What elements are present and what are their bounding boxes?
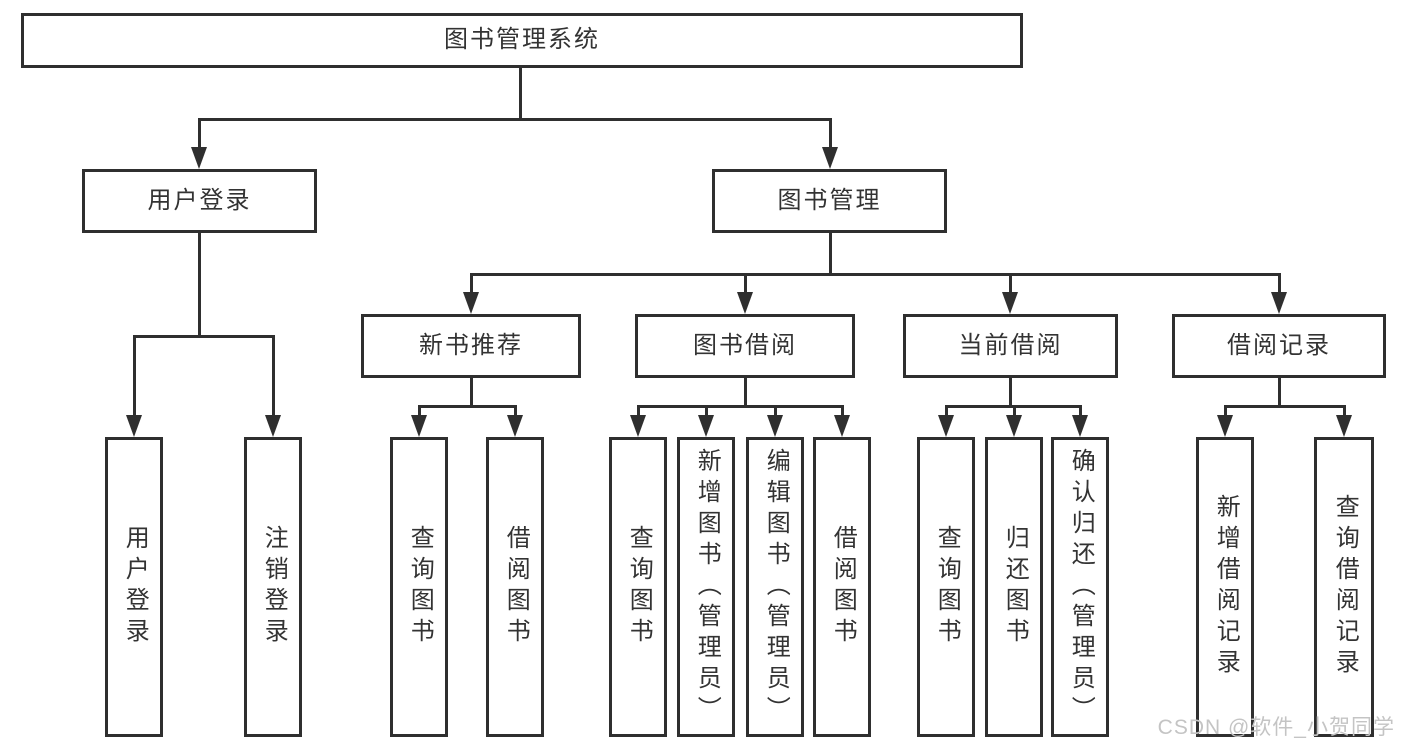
arrow-down-icon [1002, 292, 1018, 314]
arrow-down-icon [126, 415, 142, 437]
connector-drop-library-system [828, 118, 832, 151]
node-leaf-query-borrow-record: 查询借阅记录 [1314, 437, 1374, 737]
connector-drop-new-book-recommend [513, 405, 517, 419]
node-label-leaf-query-books-2: 查询图书 [625, 525, 653, 649]
connector-stem-user-login [197, 233, 201, 338]
connector-stem-book-management [828, 233, 832, 276]
connector-bar-borrowing-records [1223, 405, 1346, 408]
node-label-leaf-add-borrow-record: 新增借阅记录 [1212, 494, 1240, 680]
arrow-down-icon [265, 415, 281, 437]
node-label-book-management: 图书管理 [777, 186, 882, 214]
connector-bar-user-login [132, 335, 275, 338]
node-label-leaf-confirm-return: 确认归还（管理员） [1067, 447, 1095, 727]
watermark-text: CSDN @软件_小贺同学 [1157, 716, 1395, 739]
connector-drop-user-login [132, 335, 136, 419]
connector-drop-current-borrowing [1078, 405, 1082, 419]
connector-drop-book-borrowing [636, 405, 640, 419]
connector-drop-borrowing-records [1342, 405, 1346, 419]
arrow-down-icon [463, 292, 479, 314]
node-label-leaf-query-books-1: 查询图书 [406, 525, 434, 649]
connector-drop-current-borrowing [1012, 405, 1016, 419]
node-label-library-system: 图书管理系统 [444, 26, 600, 54]
node-leaf-add-borrow-record: 新增借阅记录 [1196, 437, 1254, 737]
node-label-leaf-return-books: 归还图书 [1001, 525, 1029, 649]
node-leaf-edit-books-admin: 编辑图书（管理员） [746, 437, 804, 737]
node-leaf-borrow-books-2: 借阅图书 [813, 437, 871, 737]
node-label-leaf-query-books-3: 查询图书 [933, 525, 961, 649]
connector-stem-book-borrowing [743, 378, 747, 408]
connector-drop-book-management [469, 273, 473, 296]
connector-drop-book-borrowing [773, 405, 777, 419]
connector-stem-borrowing-records [1277, 378, 1281, 408]
node-label-leaf-user-login: 用户登录 [121, 525, 149, 649]
connector-bar-book-management [469, 273, 1281, 276]
connector-stem-current-borrowing [1008, 378, 1012, 408]
arrow-down-icon [191, 147, 207, 169]
connector-drop-book-management [1277, 273, 1281, 296]
arrow-down-icon [1217, 415, 1233, 437]
connector-stem-library-system [518, 68, 522, 121]
arrow-down-icon [411, 415, 427, 437]
connector-drop-current-borrowing [944, 405, 948, 419]
node-label-current-borrowing: 当前借阅 [958, 331, 1063, 359]
node-leaf-query-books-2: 查询图书 [609, 437, 667, 737]
node-library-system: 图书管理系统 [21, 13, 1023, 68]
node-leaf-query-books-1: 查询图书 [390, 437, 448, 737]
connector-drop-user-login [271, 335, 275, 419]
node-book-borrowing: 图书借阅 [635, 314, 855, 378]
node-leaf-confirm-return: 确认归还（管理员） [1051, 437, 1109, 737]
arrow-down-icon [1336, 415, 1352, 437]
arrow-down-icon [1006, 415, 1022, 437]
arrow-down-icon [630, 415, 646, 437]
node-borrowing-records: 借阅记录 [1172, 314, 1386, 378]
node-label-leaf-borrow-books-1: 借阅图书 [502, 525, 530, 649]
node-leaf-borrow-books-1: 借阅图书 [486, 437, 544, 737]
connector-drop-book-management [743, 273, 747, 296]
connector-bar-new-book-recommend [417, 405, 517, 408]
arrow-down-icon [737, 292, 753, 314]
node-label-leaf-query-borrow-record: 查询借阅记录 [1331, 494, 1359, 680]
node-leaf-user-login: 用户登录 [105, 437, 163, 737]
node-leaf-add-books-admin: 新增图书（管理员） [677, 437, 735, 737]
node-label-leaf-logout: 注销登录 [260, 525, 288, 649]
arrow-down-icon [1271, 292, 1287, 314]
connector-drop-new-book-recommend [417, 405, 421, 419]
connector-bar-book-borrowing [636, 405, 844, 408]
node-label-borrowing-records: 借阅记录 [1227, 331, 1331, 359]
node-new-book-recommend: 新书推荐 [361, 314, 581, 378]
node-label-leaf-add-books-admin: 新增图书（管理员） [693, 447, 721, 727]
arrow-down-icon [698, 415, 714, 437]
node-leaf-logout: 注销登录 [244, 437, 302, 737]
connector-bar-library-system [197, 118, 832, 121]
connector-drop-borrowing-records [1223, 405, 1227, 419]
connector-drop-book-borrowing [704, 405, 708, 419]
node-label-user-login: 用户登录 [147, 186, 252, 214]
arrow-down-icon [767, 415, 783, 437]
connector-drop-book-management [1008, 273, 1012, 296]
arrow-down-icon [507, 415, 523, 437]
node-user-login: 用户登录 [82, 169, 317, 233]
node-current-borrowing: 当前借阅 [903, 314, 1118, 378]
arrow-down-icon [822, 147, 838, 169]
arrow-down-icon [1072, 415, 1088, 437]
arrow-down-icon [834, 415, 850, 437]
connector-drop-library-system [197, 118, 201, 151]
node-book-management: 图书管理 [712, 169, 947, 233]
connector-stem-new-book-recommend [469, 378, 473, 408]
node-label-new-book-recommend: 新书推荐 [419, 331, 523, 359]
node-label-leaf-edit-books-admin: 编辑图书（管理员） [762, 447, 790, 727]
node-label-book-borrowing: 图书借阅 [693, 331, 797, 359]
connector-drop-book-borrowing [840, 405, 844, 419]
arrow-down-icon [938, 415, 954, 437]
node-leaf-return-books: 归还图书 [985, 437, 1043, 737]
node-leaf-query-books-3: 查询图书 [917, 437, 975, 737]
node-label-leaf-borrow-books-2: 借阅图书 [829, 525, 857, 649]
